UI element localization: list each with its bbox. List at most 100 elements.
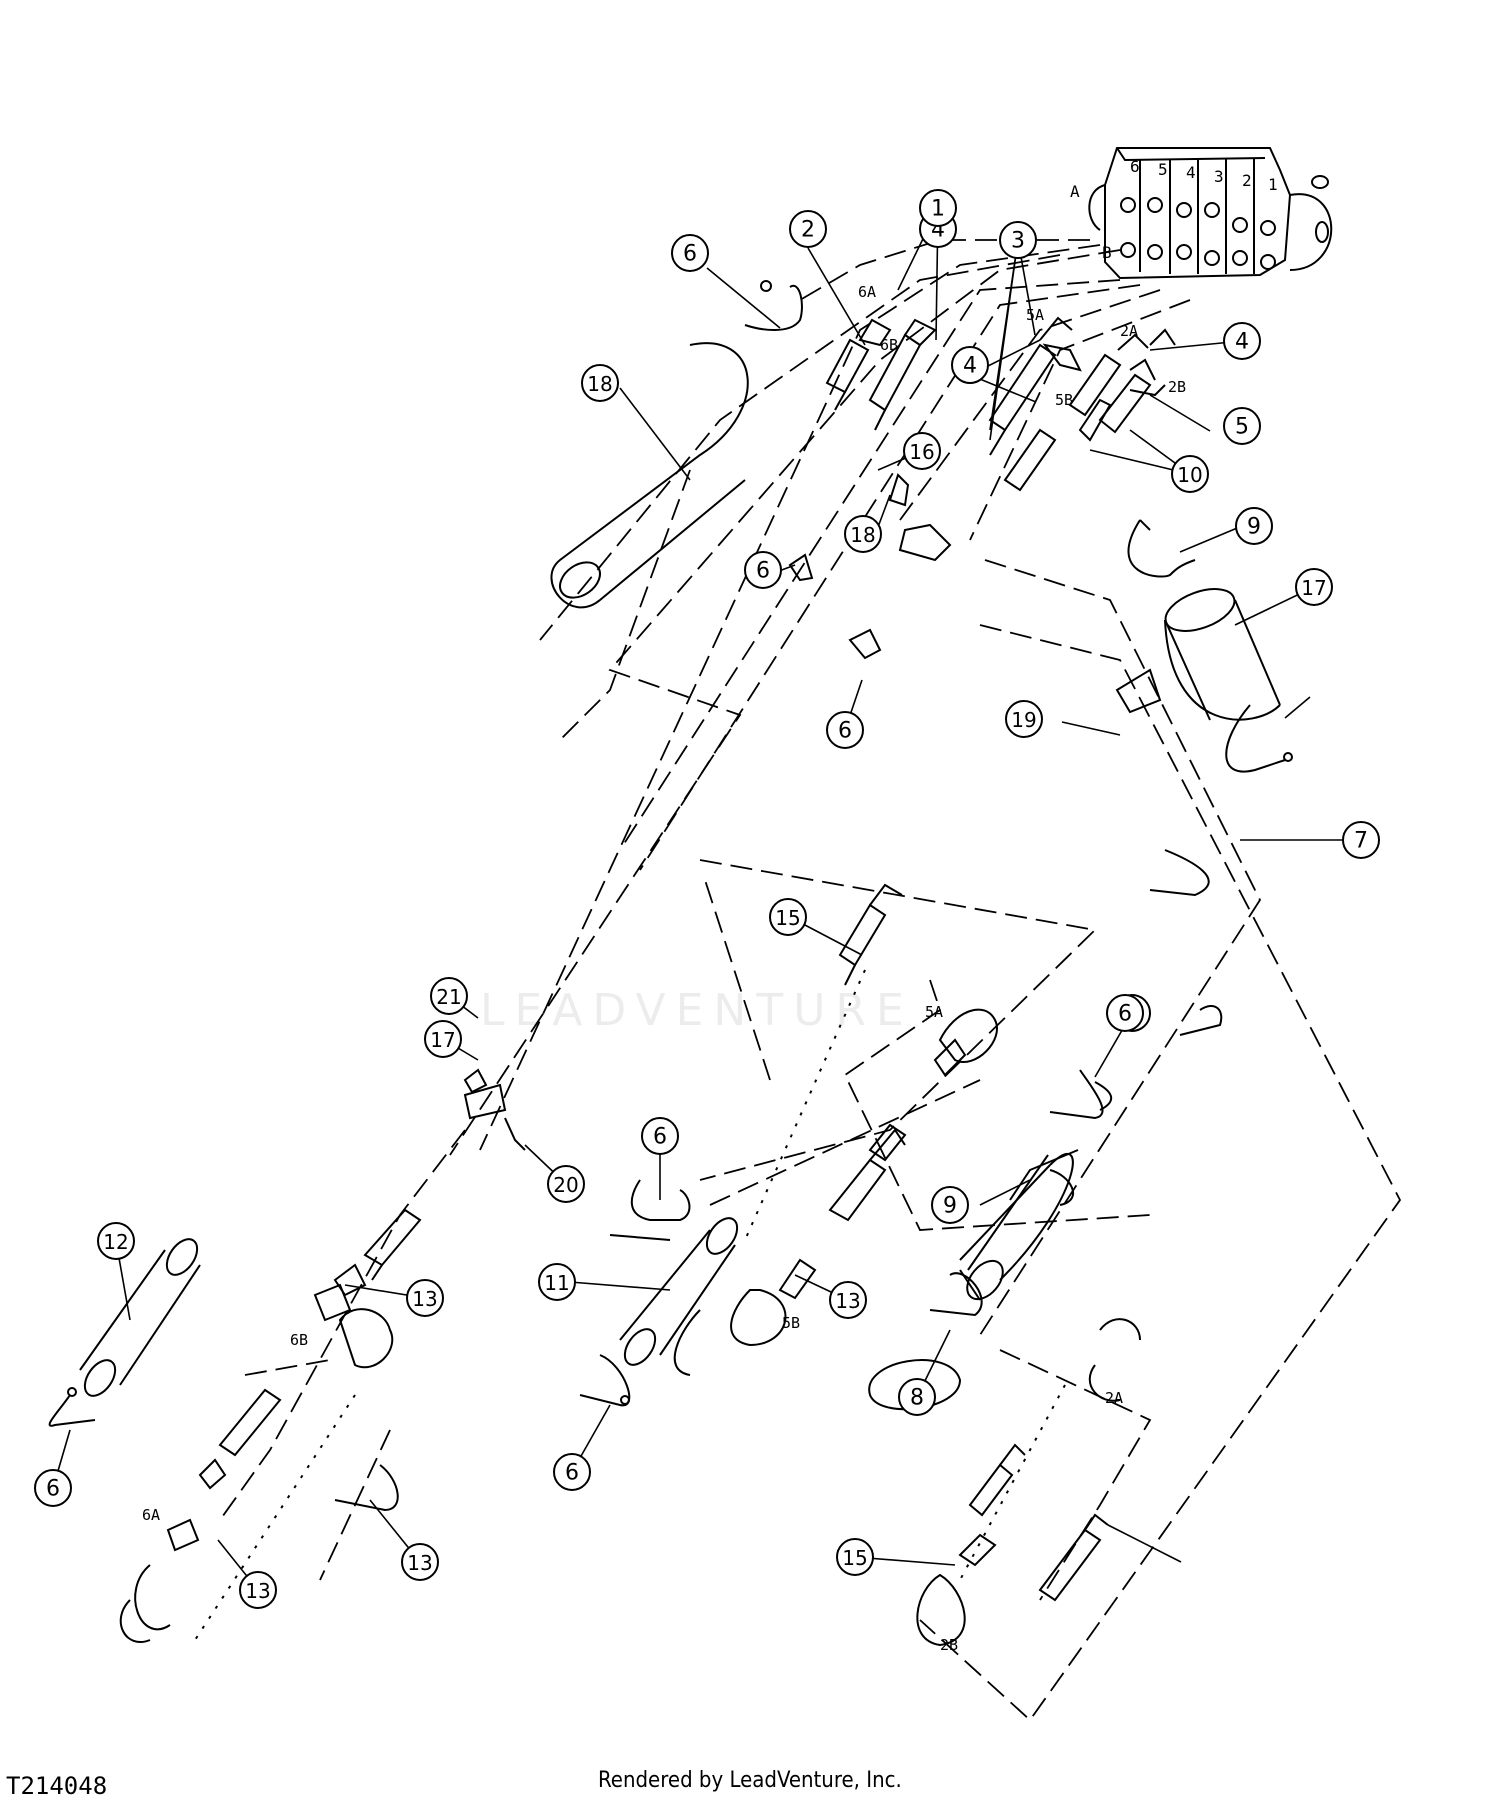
callout-label: 6 [653,1125,667,1150]
callout-label: 21 [436,985,461,1009]
hose-clip [1127,519,1196,578]
hose-clip [1179,1005,1223,1036]
port-tag: 5B [782,1314,800,1332]
drawing-number: T214048 [6,1772,108,1800]
callout-6: 6 [826,711,864,749]
callout-6: 6 [671,234,709,272]
port-tag: 6B [880,336,898,354]
callout-label: 17 [1301,576,1326,600]
callout-6: 6 [553,1453,591,1491]
callout-label: 2 [801,218,815,243]
callout-circle [919,189,957,227]
callout-label: 9 [1247,515,1261,540]
hose-clip [1225,704,1293,773]
callout-8: 8 [898,1378,936,1416]
callout-circle [829,1281,867,1319]
callout-13: 13 [406,1279,444,1317]
callout-circle [951,346,989,384]
port-tag: 2B [1168,378,1186,396]
callout-13: 13 [401,1543,439,1581]
callout-label: 1 [931,197,945,222]
callout-13: 13 [239,1571,277,1609]
callout-21: 21 [430,977,468,1015]
callout-18: 18 [581,364,619,402]
callout-label: 13 [835,1289,860,1313]
callout-circle [581,364,619,402]
hose-clip [1149,849,1210,897]
callout-circle [406,1279,444,1317]
callout-circle [1295,568,1333,606]
callout-6: 6 [34,1469,72,1507]
port-tags: 6A 6B 5A 5B 2A 2B 5A 5B 6B 6A 2A 2B [142,283,1186,1654]
port-tag: 5B [1055,391,1073,409]
valve-section-label: 1 [1268,175,1278,194]
callout-label: 8 [910,1386,924,1411]
callout-circle [671,234,709,272]
callout-12: 12 [97,1222,135,1260]
callout-label: 15 [842,1546,867,1570]
hose-clip [609,1179,691,1241]
callout-17: 17 [424,1020,462,1058]
valve-section-label: 2 [1242,171,1252,190]
callout-label: 3 [1011,229,1025,254]
callout-circle [1171,455,1209,493]
port-tag: 6B [290,1331,308,1349]
callout-6: 6 [744,551,782,589]
callout-6: 6 [641,1117,679,1155]
port-tag: 5A [1026,306,1044,324]
callout-label: 13 [412,1287,437,1311]
hose-clip [48,1387,96,1427]
hose-clip [1049,1169,1074,1206]
callouts: 6241344510181618691761971521176206912111… [34,189,1380,1609]
callout-label: 19 [1011,708,1036,732]
callout-label: 4 [963,354,977,379]
callout-label: 18 [850,523,875,547]
valve-side-label-a: A [1070,182,1080,201]
callout-6: 6 [1106,994,1144,1032]
callout-7: 7 [1342,821,1380,859]
callout-label: 6 [683,242,697,267]
callout-circle [641,1117,679,1155]
callout-20: 20 [547,1165,585,1203]
callout-label: 4 [1235,330,1249,355]
valve-section-label: 6 [1130,157,1140,176]
callout-circle [553,1453,591,1491]
callout-2: 2 [789,210,827,248]
callout-circle [538,1263,576,1301]
callout-19: 19 [1005,700,1043,738]
callout-18: 18 [844,515,882,553]
callout-label: 15 [775,906,800,930]
callout-circle [1223,407,1261,445]
callout-9: 9 [931,1186,969,1224]
callout-circle [931,1186,969,1224]
callout-label: 5 [1235,415,1249,440]
valve-section-label: 5 [1158,160,1168,179]
hose-tube [1164,588,1281,721]
callout-label: 7 [1354,829,1368,854]
callout-label: 20 [553,1173,578,1197]
callout-circle [430,977,468,1015]
hose-routing-lines [219,239,1402,1722]
callout-circle [401,1543,439,1581]
callout-label: 18 [587,372,612,396]
port-tag: 6A [142,1506,160,1524]
callout-circle [34,1469,72,1507]
fitting [788,473,1162,714]
callout-label: 6 [46,1477,60,1502]
fitting [673,883,998,1376]
callout-label: 6 [838,719,852,744]
port-tag: 2A [1105,1389,1123,1407]
callout-circle [1223,322,1261,360]
callout-15: 15 [836,1538,874,1576]
watermark-text: LEADVENTURE [480,985,914,1036]
callout-9: 9 [1235,507,1273,545]
callout-circle [239,1571,277,1609]
hose-tube [959,1149,1079,1301]
callout-circle [836,1538,874,1576]
callout-17: 17 [1295,568,1333,606]
callout-16: 16 [903,432,941,470]
callout-label: 6 [1118,1002,1132,1027]
callout-circle [97,1222,135,1260]
callout-label: 11 [544,1271,569,1295]
